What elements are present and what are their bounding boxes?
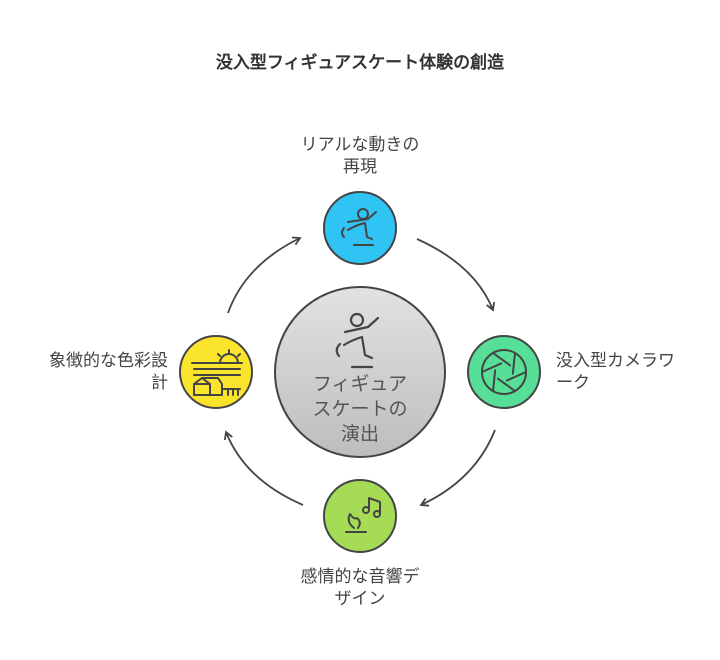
label-line: 計 [151, 373, 168, 393]
center-label-line: スケートの [312, 398, 408, 420]
farm-sunset-icon [191, 349, 243, 396]
node-label-camera: 没入型カメラワーク [556, 350, 675, 394]
arrow-left-top [227, 236, 302, 314]
figure-skater-icon [335, 312, 380, 369]
arrow-right-bottom [419, 429, 496, 507]
node-label-realistic-motion: リアルな動きの再現 [280, 134, 440, 178]
center-label: フィギュア スケートの 演出 [300, 372, 420, 447]
label-line: ーク [556, 373, 590, 393]
center-circle [274, 286, 446, 458]
label-line: リアルな動きの [300, 135, 420, 155]
arrow-top-right [416, 238, 496, 312]
label-line: 没入型カメラワ [556, 351, 675, 371]
label-line: 象徴的な色彩設 [49, 351, 168, 371]
diagram-title: 没入型フィギュアスケート体験の創造 [215, 53, 505, 73]
center-label-line: 演出 [340, 423, 379, 445]
music-fire-icon [345, 497, 381, 533]
camera-aperture-icon [481, 349, 527, 395]
center-label-line: フィギュア [312, 373, 408, 395]
node-label-sound: 感情的な音響デザイン [280, 566, 440, 610]
node-circle-camera-work [467, 335, 541, 409]
node-circle-color-design [179, 335, 253, 409]
arrow-bottom-left [223, 430, 304, 506]
node-label-color: 象徴的な色彩設計 [20, 350, 168, 394]
label-line: 再現 [343, 157, 377, 177]
label-line: 感情的な音響デ [300, 567, 420, 587]
node-circle-sound-design [323, 479, 397, 553]
figure-skater-icon [341, 208, 377, 246]
node-circle-realistic-motion [323, 191, 397, 265]
label-line: ザイン [334, 589, 386, 609]
